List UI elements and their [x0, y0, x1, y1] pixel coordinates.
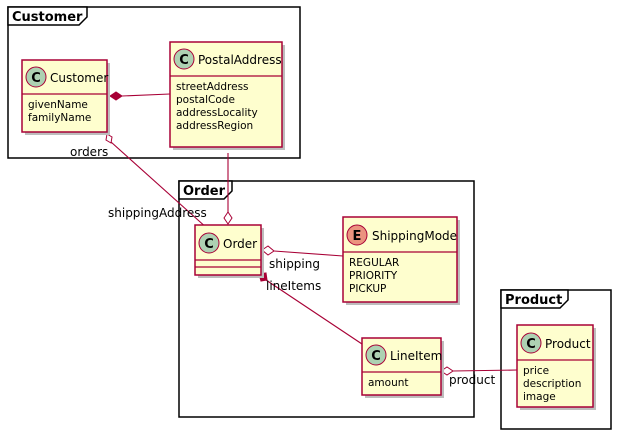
class-postal-address-attr: addressRegion	[176, 120, 253, 132]
edge-order-shippingmode	[273, 250, 344, 257]
edge-customer-order	[110, 141, 209, 230]
enum-value: REGULAR	[349, 257, 399, 269]
composition-diamond-customer	[109, 91, 123, 101]
class-line-item-name: LineItem	[390, 349, 442, 363]
class-product-attr: image	[523, 391, 556, 403]
class-product[interactable]: C Product price description image	[516, 324, 596, 410]
class-product-stereotype: C	[526, 337, 536, 352]
class-customer-stereotype: C	[31, 71, 41, 86]
role-shipping: shipping	[269, 257, 320, 271]
class-order-name: Order	[223, 237, 257, 251]
class-postal-address-attr: addressLocality	[176, 107, 258, 119]
class-product-name: Product	[545, 337, 591, 351]
class-line-item-attr: amount	[368, 377, 409, 389]
enum-value: PRIORITY	[349, 270, 398, 282]
aggregation-diamond-customer	[105, 133, 113, 144]
role-shipping-address: shippingAddress	[108, 206, 207, 220]
role-line-items: lineItems	[266, 279, 321, 293]
class-order[interactable]: C Order	[194, 224, 264, 278]
class-postal-address-stereotype: C	[179, 53, 189, 68]
package-product-label: Product	[505, 293, 562, 308]
class-postal-address-attr: postalCode	[176, 94, 235, 106]
class-postal-address-attr: streetAddress	[176, 81, 249, 93]
package-order-label: Order	[183, 184, 226, 199]
class-customer[interactable]: C Customer givenName familyName	[21, 59, 110, 135]
package-product: Product	[500, 289, 612, 430]
edge-order-lineitem	[265, 279, 363, 345]
aggregation-diamond-order-address	[223, 211, 233, 225]
class-line-item-stereotype: C	[371, 349, 381, 364]
enum-value: PICKUP	[349, 283, 386, 295]
class-line-item[interactable]: C LineItem amount	[361, 337, 444, 398]
class-shipping-mode-stereotype: E	[353, 229, 362, 244]
class-customer-attr: givenName	[28, 99, 88, 111]
class-postal-address[interactable]: C PostalAddress streetAddress postalCode…	[169, 41, 285, 150]
edge-lineitem-product	[452, 369, 518, 372]
class-postal-address-name: PostalAddress	[198, 53, 282, 67]
class-shipping-mode[interactable]: E ShippingMode REGULAR PRIORITY PICKUP	[342, 216, 460, 305]
class-product-attr: description	[523, 378, 581, 390]
aggregation-diamond-order-shipping	[261, 245, 275, 256]
package-order: Order	[178, 180, 475, 418]
class-shipping-mode-name: ShippingMode	[372, 229, 457, 243]
role-orders: orders	[70, 145, 108, 159]
package-customer-label: Customer	[12, 10, 83, 25]
class-customer-attr: familyName	[28, 112, 91, 124]
edge-customer-postaladdress	[121, 93, 171, 97]
class-order-stereotype: C	[204, 237, 214, 252]
role-product: product	[449, 373, 495, 387]
package-customer: Customer	[7, 6, 301, 159]
class-product-attr: price	[523, 365, 549, 377]
class-customer-name: Customer	[50, 71, 108, 85]
